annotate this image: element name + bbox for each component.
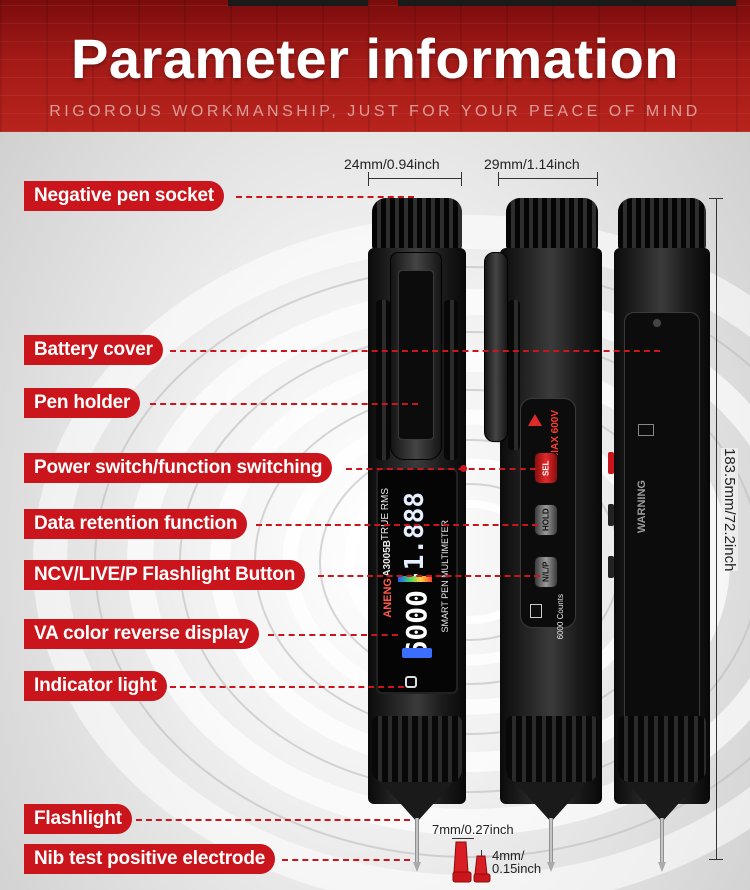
label-nib-test-electrode: Nib test positive electrode	[24, 844, 276, 874]
label-pen-holder: Pen holder	[24, 388, 141, 418]
dimension-tick	[709, 859, 723, 860]
label-flashlight: Flashlight	[24, 804, 132, 834]
header-banner: Parameter information RIGOROUS WORKMANSH…	[0, 0, 750, 132]
leader-line	[268, 634, 398, 636]
dimension-tip-length: 7mm/0.27inch	[432, 822, 514, 837]
dimension-tip-width-1: 4mm/	[492, 848, 525, 863]
leader-line	[236, 196, 414, 198]
pen-nose	[626, 782, 698, 822]
counts-label: 6000 Counts	[556, 594, 565, 640]
leader-line	[170, 350, 660, 352]
pen-nose	[381, 782, 453, 822]
page-title: Parameter information	[71, 27, 679, 90]
power-select-button[interactable]: SEL	[534, 452, 558, 484]
pen-holder-clip-side	[484, 252, 508, 442]
leader-line	[150, 403, 418, 405]
lcd-mode-indicator	[402, 648, 432, 658]
header-topbar-left	[228, 0, 368, 6]
header-topbar-right	[398, 0, 736, 6]
pen-side-grip	[376, 300, 390, 460]
leader-line	[170, 686, 404, 688]
pen-probe-tip	[660, 818, 664, 864]
ncv-side-button[interactable]	[608, 556, 614, 578]
recycle-bin-icon	[530, 604, 542, 618]
dimension-tick	[597, 172, 598, 186]
dimension-line-length	[716, 198, 717, 860]
label-ncv-flashlight-button: NCV/LIVE/P Flashlight Button	[24, 560, 306, 590]
dimension-tick	[461, 172, 462, 186]
brand-label: ANENG	[382, 578, 394, 618]
pen-side-grip	[444, 300, 458, 460]
leader-line	[318, 575, 540, 577]
label-data-retention: Data retention function	[24, 509, 248, 539]
hold-side-button[interactable]	[608, 504, 614, 526]
power-side-button[interactable]	[608, 452, 614, 474]
tip-cover-icon	[452, 841, 491, 883]
dimension-tick	[368, 172, 369, 186]
pen-lower-grip	[372, 716, 462, 782]
model-label: A3005B	[382, 540, 393, 577]
pen-probe-end	[658, 862, 666, 872]
leader-line	[256, 524, 538, 526]
label-battery-cover: Battery cover	[24, 335, 163, 365]
dimension-length: 183.5mm/72.2inch	[721, 448, 738, 572]
feature-label: TRUE RMS	[380, 488, 391, 541]
dimension-tick	[498, 172, 499, 186]
pen-cap	[372, 198, 462, 250]
battery-cover	[624, 312, 700, 752]
ncv-flashlight-button[interactable]: N/L/P	[534, 556, 558, 588]
hold-button[interactable]: HOLD	[534, 504, 558, 536]
leader-dot	[460, 465, 467, 472]
page-subtitle: RIGOROUS WORKMANSHIP, JUST FOR YOUR PEAC…	[49, 103, 701, 120]
dimension-line-front	[368, 178, 462, 179]
pen-lower-grip	[506, 716, 598, 782]
label-power-switch: Power switch/function switching	[24, 453, 333, 483]
leader-line	[282, 859, 410, 861]
dimension-width-front: 24mm/0.94inch	[344, 156, 440, 172]
pen-side-grip	[508, 300, 520, 450]
dimension-line-tip	[452, 838, 474, 839]
pen-lower-grip	[618, 716, 706, 782]
label-negative-pen-socket: Negative pen socket	[24, 181, 224, 211]
pen-probe-end	[413, 862, 421, 872]
warning-triangle-icon	[528, 414, 542, 426]
dimension-tick	[709, 198, 723, 199]
dimension-tip-width-2: 0.15inch	[492, 861, 542, 876]
clip-recess	[398, 270, 434, 440]
pen-cap	[506, 198, 598, 250]
leader-line	[346, 468, 536, 470]
pen-probe-end	[547, 862, 555, 872]
lcd-color-bar	[398, 576, 432, 582]
dimension-line-side	[498, 178, 598, 179]
pen-probe-tip	[549, 818, 553, 864]
back-warning-label: WARNING	[636, 480, 648, 534]
lcd-digits-top: -1.888	[400, 492, 430, 586]
ce-mark-icon	[638, 424, 654, 436]
dimension-width-side: 29mm/1.14inch	[484, 156, 580, 172]
label-va-display: VA color reverse display	[24, 619, 259, 649]
label-indicator-light: Indicator light	[24, 671, 167, 701]
pen-nose	[515, 782, 587, 822]
indicator-light-icon	[405, 676, 417, 688]
pen-probe-tip	[415, 818, 419, 864]
pen-cap	[618, 198, 706, 250]
leader-line	[136, 819, 410, 821]
screw-icon	[652, 318, 662, 328]
